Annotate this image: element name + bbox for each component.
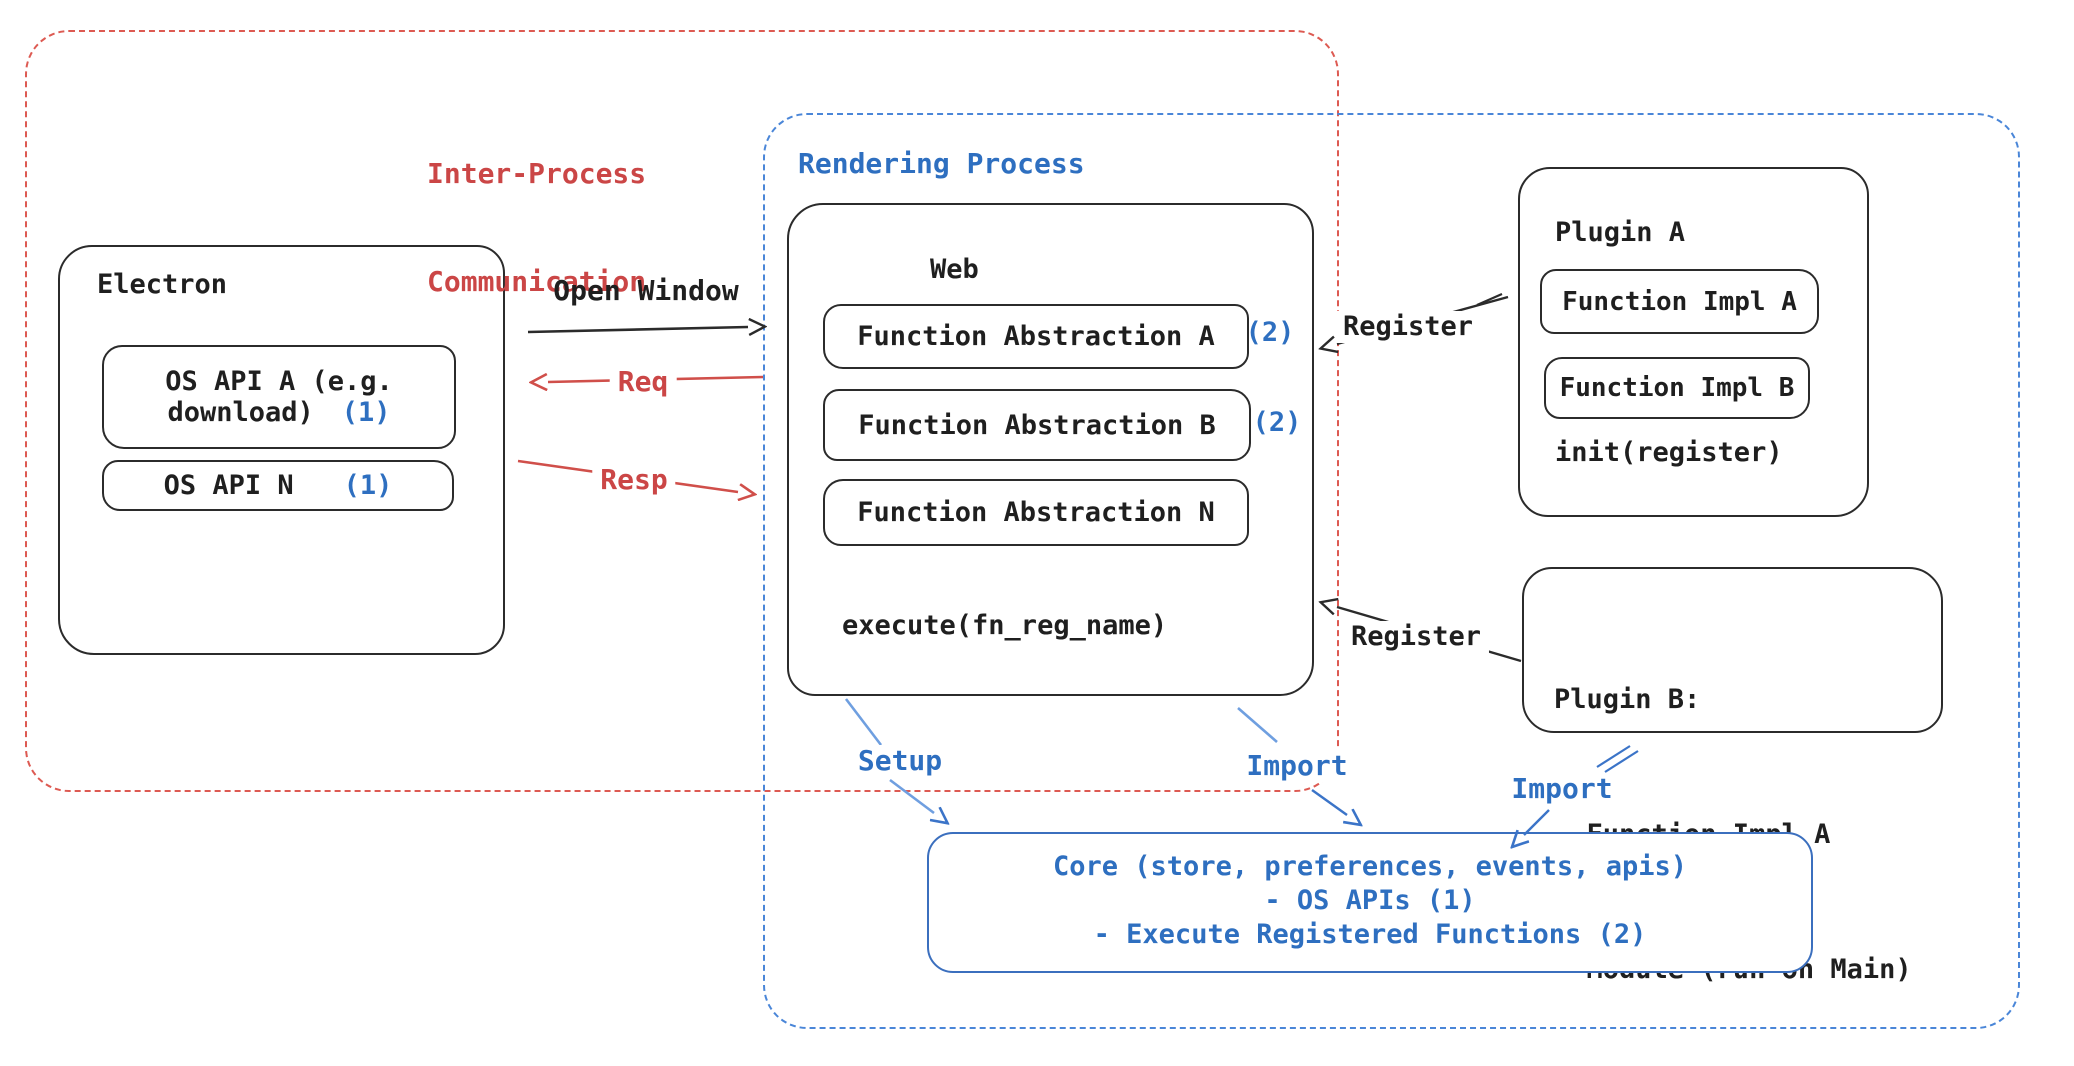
register-top-label: Register bbox=[1334, 311, 1482, 343]
function-abstraction-a-box: Function Abstraction A bbox=[823, 304, 1249, 369]
electron-box: Electron OS API A (e.g. download) (1) OS… bbox=[58, 245, 505, 655]
function-impl-b-box: Function Impl B bbox=[1544, 357, 1810, 419]
function-abstraction-n-box: Function Abstraction N bbox=[823, 479, 1249, 546]
import-web-label: Import bbox=[1238, 750, 1356, 782]
rendering-region-title: Rendering Process bbox=[798, 147, 1085, 180]
ipc-region-title: Inter-Process Communication bbox=[427, 84, 646, 336]
function-impl-a-box: Function Impl A bbox=[1540, 269, 1819, 334]
ipc-region-outline bbox=[25, 30, 1339, 792]
os-api-n-badge: (1) bbox=[343, 470, 393, 501]
plugin-b-title: Plugin B: bbox=[1554, 684, 1701, 715]
os-api-n-label: OS API N bbox=[163, 470, 294, 501]
rendering-region-outline bbox=[763, 113, 2020, 1029]
os-api-a-label-line2: download) bbox=[167, 397, 314, 428]
function-abstraction-b-box: Function Abstraction B bbox=[823, 389, 1251, 461]
web-execute-label: execute(fn_reg_name) bbox=[842, 610, 1168, 641]
setup-label: Setup bbox=[849, 745, 951, 777]
electron-title: Electron bbox=[97, 269, 228, 300]
web-title: Web bbox=[930, 254, 979, 285]
core-title-line: Core (store, preferences, events, apis) bbox=[1053, 851, 1687, 882]
os-api-a-label-line1: OS API A (e.g. bbox=[165, 366, 393, 397]
req-label: Req bbox=[609, 366, 677, 398]
ipc-title-line2: Communication bbox=[427, 265, 647, 298]
open-window-label: Open Window bbox=[553, 274, 739, 307]
register-bottom-label: Register bbox=[1342, 621, 1490, 653]
core-box: Core (store, preferences, events, apis) … bbox=[927, 832, 1813, 973]
import-plugin-label: Import bbox=[1503, 773, 1621, 805]
plugin-b-box: Plugin B: - Function Impl A - Module (ru… bbox=[1522, 567, 1943, 985]
os-api-a-badge: (1) bbox=[341, 397, 391, 428]
core-os-apis-line: - OS APIs (1) bbox=[1264, 885, 1476, 916]
plugin-a-title: Plugin A bbox=[1555, 217, 1686, 248]
plugin-a-box: Plugin A Function Impl A Function Impl B… bbox=[1518, 167, 1869, 517]
os-api-n-box: OS API N (1) bbox=[102, 460, 454, 511]
plugin-a-init-label: init(register) bbox=[1555, 437, 1783, 468]
web-box: Web Function Abstraction A Function Abst… bbox=[787, 203, 1314, 696]
os-api-a-box: OS API A (e.g. download) (1) bbox=[102, 345, 456, 449]
core-execute-line: - Execute Registered Functions (2) bbox=[1093, 919, 1647, 950]
function-abstraction-b-badge: (2) bbox=[1252, 407, 1302, 438]
ipc-title-line1: Inter-Process bbox=[427, 157, 647, 190]
function-abstraction-a-badge: (2) bbox=[1245, 317, 1295, 348]
resp-label: Resp bbox=[592, 464, 676, 496]
